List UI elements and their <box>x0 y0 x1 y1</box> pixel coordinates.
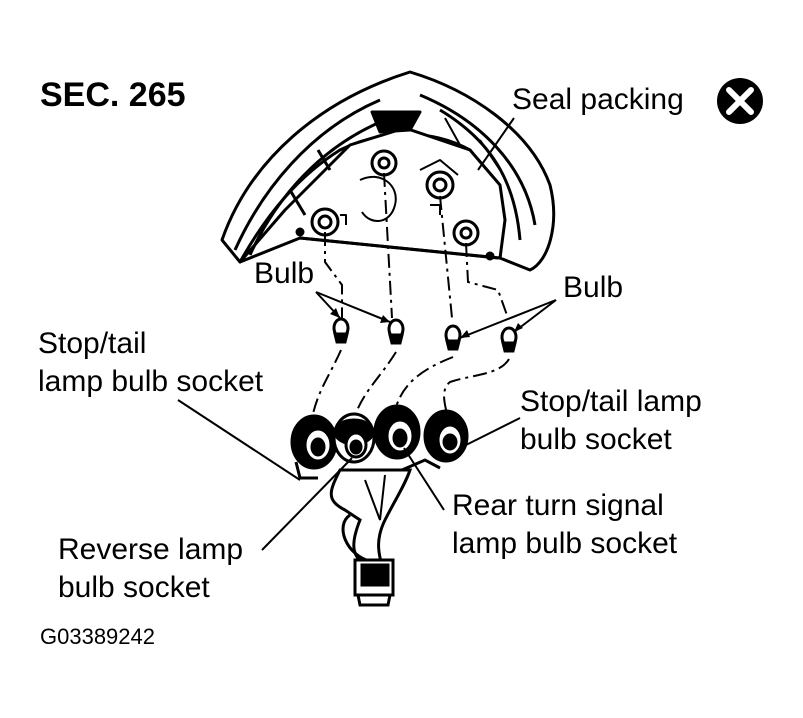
circle-x-icon <box>717 78 763 124</box>
label-reverse-2: bulb socket <box>58 571 210 604</box>
socket-rear-turn <box>373 404 421 460</box>
socket-reverse <box>332 412 376 464</box>
bulb-to-socket-lines <box>311 349 510 421</box>
label-bulb-left: Bulb <box>254 257 315 290</box>
label-stop-tail-right-1: Stop/tail lamp <box>520 385 702 418</box>
leader-lines <box>177 117 557 551</box>
bulb-3 <box>444 324 462 351</box>
socket-stop-tail-left <box>290 414 338 480</box>
lamp-housing <box>220 70 555 272</box>
label-rear-turn-1: Rear turn signal <box>452 489 664 522</box>
label-bulb-right: Bulb <box>563 271 624 304</box>
housing-socket-holes <box>310 149 480 247</box>
bulbs <box>332 317 518 353</box>
bulb-4 <box>500 326 518 353</box>
figure-code: G03389242 <box>40 624 155 649</box>
label-reverse-1: Reverse lamp <box>58 533 244 566</box>
socket-stop-tail-right <box>423 409 469 463</box>
label-rear-turn-2: lamp bulb socket <box>452 527 678 560</box>
label-stop-tail-left-1: Stop/tail <box>38 327 147 360</box>
bulb-sockets <box>290 404 469 480</box>
section-label: SEC. 265 <box>40 76 186 114</box>
bulb-1 <box>332 317 350 344</box>
label-stop-tail-right-2: bulb socket <box>520 423 672 456</box>
label-seal-packing: Seal packing <box>512 83 684 116</box>
bulb-2 <box>387 318 405 345</box>
socket-assembly <box>329 458 441 607</box>
leader-arrowheads <box>330 308 523 338</box>
label-stop-tail-left-2: lamp bulb socket <box>38 365 264 398</box>
